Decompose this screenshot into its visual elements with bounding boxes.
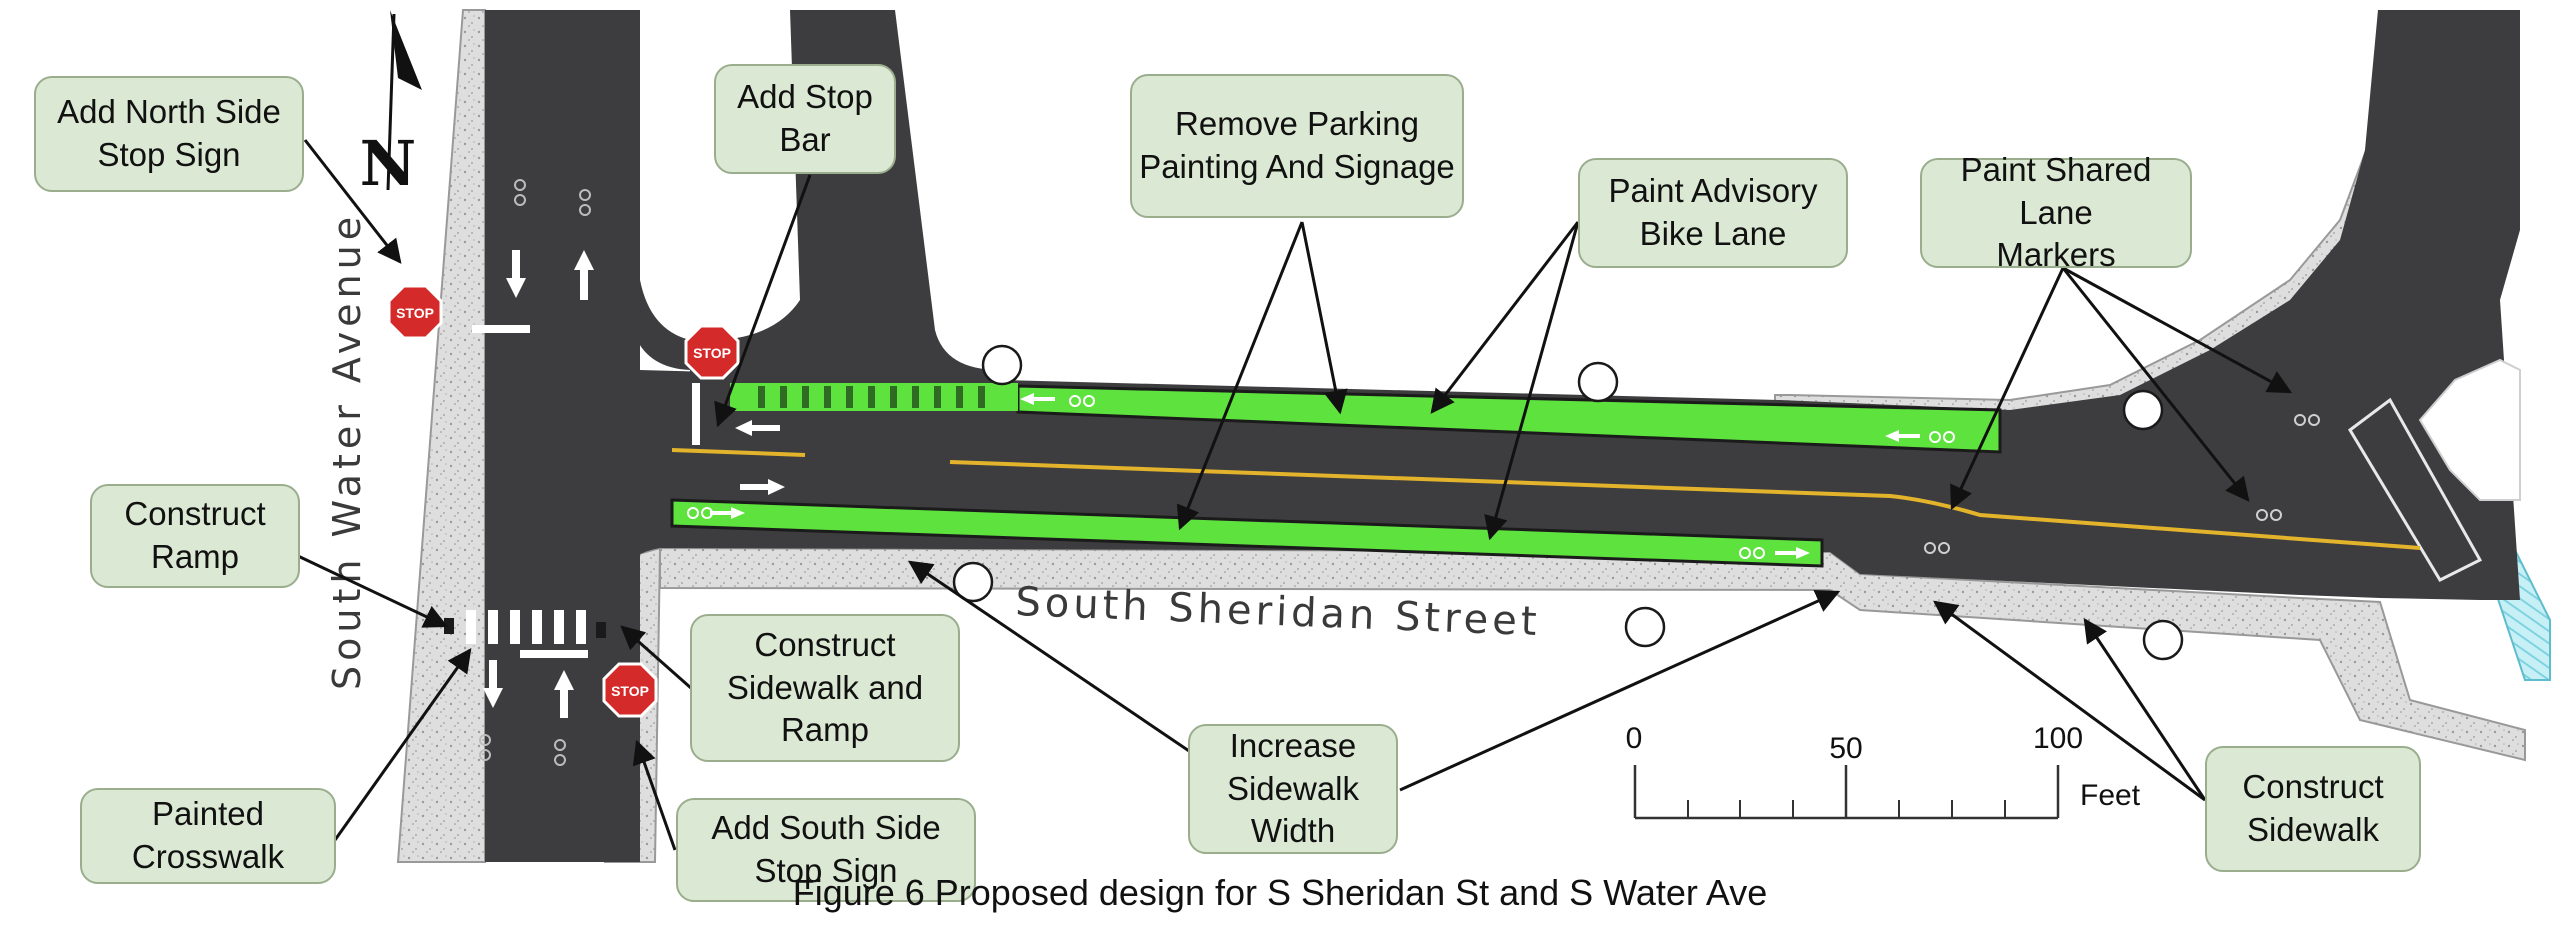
north-leg-road <box>630 10 1000 380</box>
callout-advisory-bike-lane: Paint Advisory Bike Lane <box>1578 158 1848 268</box>
scale-tick-100: 100 <box>2033 722 2083 755</box>
street-trees <box>952 344 2184 661</box>
callout-south-stop-sign: Add South Side Stop Sign <box>676 798 976 902</box>
scale-tick-0: 0 <box>1626 722 1643 755</box>
stop-sign-south: STOP <box>602 662 658 718</box>
callout-construct-sidewalk: Construct Sidewalk <box>2205 746 2421 872</box>
callout-shared-lane-markers: Paint Shared Lane Markers <box>1920 151 2192 273</box>
water-ave-markings <box>472 250 700 718</box>
stop-sign-text: STOP <box>611 683 649 699</box>
callout-increase-sidewalk: Increase Sidewalk Width <box>1188 724 1398 854</box>
advisory-bike-lanes <box>670 383 2002 568</box>
stop-sign-sheridan: STOP <box>684 324 740 380</box>
figure-caption: Figure 6 Proposed design for S Sheridan … <box>792 872 1768 913</box>
callout-remove-parking: Remove Parking Painting And Signage <box>1130 74 1464 218</box>
lane-arrows-sheridan <box>735 420 785 495</box>
ramp-east <box>596 622 606 638</box>
bike-lane-arrows <box>710 393 1920 559</box>
sheridan-road <box>640 10 2520 600</box>
bike-symbols <box>687 395 1955 559</box>
scale-tick-50: 50 <box>1829 732 1862 765</box>
north-arrow-label: N <box>360 127 417 200</box>
scale-bar: 0 50 100 Feet <box>1626 722 2141 820</box>
roadways <box>485 10 2520 862</box>
callout-construct-ramp: Construct Ramp <box>90 484 300 588</box>
callout-north-stop-sign: Add North Side Stop Sign <box>34 76 304 192</box>
water-ave-road <box>485 10 640 862</box>
traffic-island <box>2418 358 2521 501</box>
stop-sign-text: STOP <box>396 305 434 321</box>
stop-signs: STOP STOP STOP <box>387 284 740 718</box>
callout-painted-crosswalk: Painted Crosswalk <box>80 788 336 884</box>
scale-unit: Feet <box>2080 779 2141 812</box>
callout-sidewalk-and-ramp: Construct Sidewalk and Ramp <box>690 614 960 762</box>
stop-sign-north: STOP <box>387 284 443 340</box>
north-arrow: N <box>360 10 422 200</box>
painted-crosswalk <box>466 610 586 644</box>
se-corner-curb <box>605 548 660 620</box>
south-bike-lane <box>670 498 1824 568</box>
center-lines <box>671 448 2421 550</box>
island-outline <box>2348 397 2483 582</box>
sharrow-marks-water <box>479 179 591 766</box>
leader-arrows <box>297 139 2293 851</box>
ramp-west <box>444 618 454 634</box>
water-ave-label: South Water Avenue <box>325 212 369 690</box>
callout-stop-bar: Add Stop Bar <box>714 64 896 174</box>
stop-sign-text: STOP <box>693 345 731 361</box>
green-crossing-dashes <box>758 386 985 408</box>
shared-lane-markers <box>1924 414 2320 554</box>
